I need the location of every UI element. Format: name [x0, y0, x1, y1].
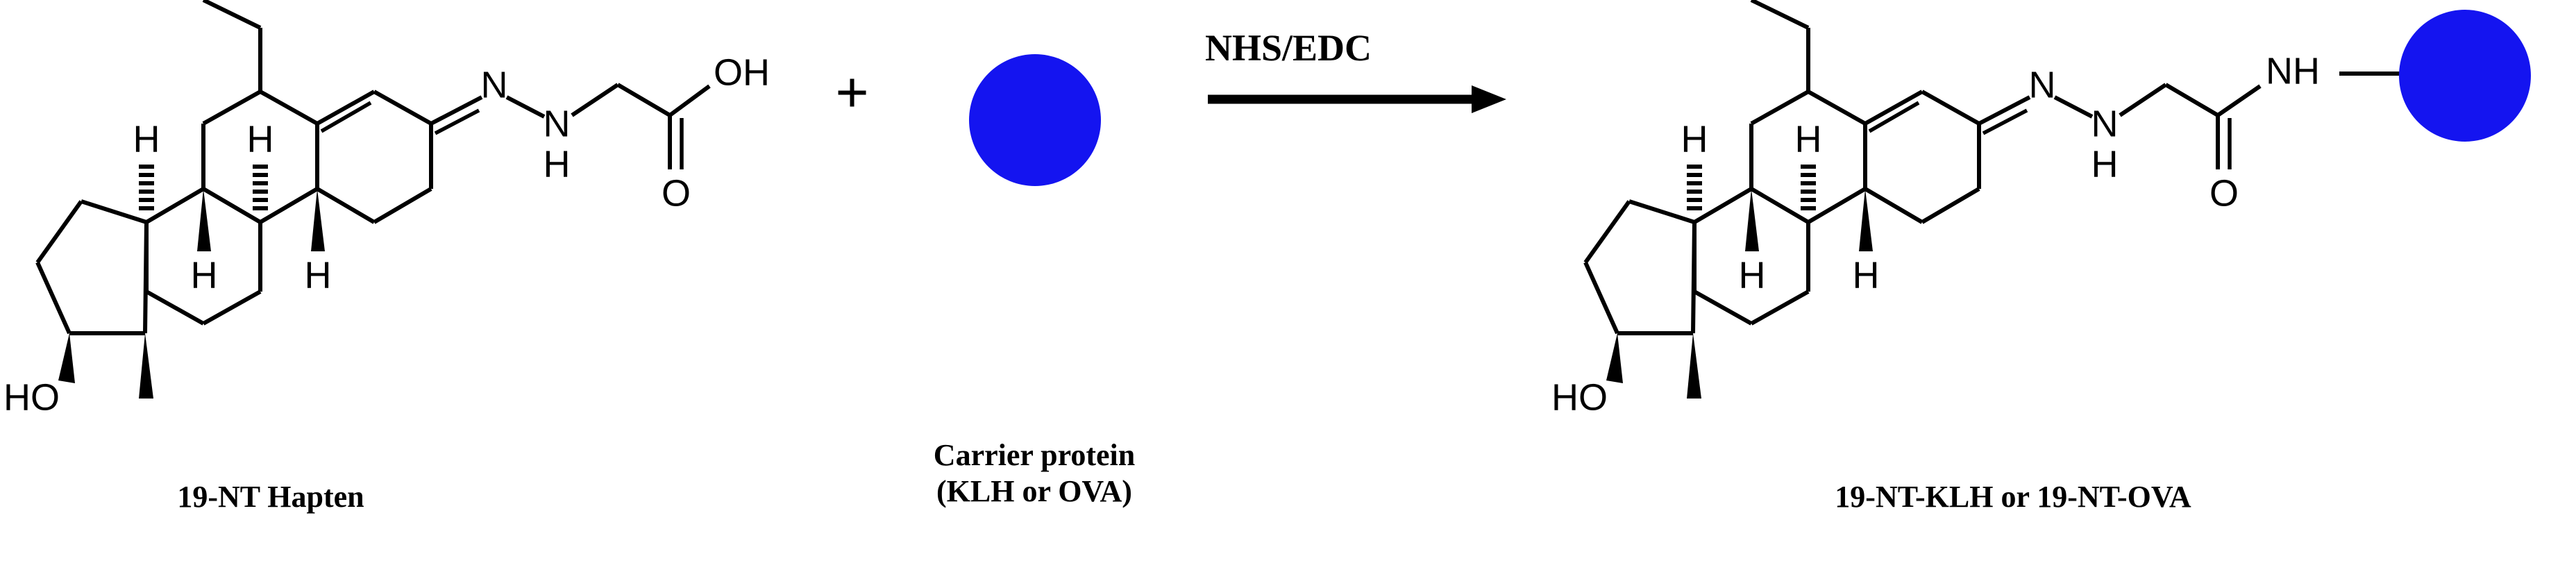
carrier-caption: Carrier protein(KLH or OVA)	[833, 437, 1236, 510]
label-HO: HO	[3, 376, 60, 418]
stereo-h-wedge-2: H	[305, 189, 332, 296]
stereo-h-wedge-1: H	[191, 189, 218, 296]
product-hydroxyl-group: HO	[1551, 333, 1623, 418]
product-label-H-c13: H	[1853, 254, 1880, 296]
product-label-H-c9: H	[1739, 254, 1766, 296]
product-stereo-h-wedge-1: H	[1739, 189, 1766, 296]
reactant-svg: HO H H	[3, 0, 770, 418]
product-stereo-h-wedge-2: H	[1853, 189, 1880, 296]
hydroxyl-group: HO	[3, 333, 75, 418]
label-N-amine: N	[544, 103, 571, 144]
product-stereo-h-hashed-2: H	[1795, 118, 1822, 210]
label-H-c9: H	[191, 254, 218, 296]
plus-sign: +	[835, 59, 870, 126]
product-caption: 19-NT-KLH or 19-NT-OVA	[1835, 480, 2191, 514]
product-stereo-h-hashed-1: H	[1681, 118, 1708, 210]
label-H-c8: H	[133, 118, 160, 160]
product-label-H-c14: H	[1795, 118, 1822, 160]
product-label-N-imine: N	[2029, 64, 2056, 106]
stereo-h-hashed-1: H	[133, 118, 160, 210]
ring-a-cyclopentane	[35, 199, 149, 335]
product-ring-d	[1750, 0, 1810, 92]
product-label-HO: HO	[1551, 376, 1608, 418]
product-structure: HO H H	[1548, 0, 2450, 444]
product-svg: HO H H	[1551, 0, 2400, 418]
stereo-h-hashed-2: H	[247, 118, 274, 210]
label-H-c14: H	[247, 118, 274, 160]
product-label-H-c8: H	[1681, 118, 1708, 160]
carrier-protein-blob	[969, 54, 1101, 186]
label-O-carbonyl: O	[662, 172, 691, 214]
label-N-imine: N	[481, 64, 508, 106]
product-ring-c-cyclohexene	[1864, 90, 1981, 224]
carrier-caption-line2: (KLH or OVA)	[936, 473, 1132, 508]
reactant-structure: HO H H	[0, 0, 819, 444]
product-ring-b-cyclohexane	[1692, 90, 1867, 326]
product-label-H-amine: H	[2091, 143, 2119, 185]
reaction-arrow	[1208, 73, 1513, 128]
product-protein-blob	[2399, 10, 2531, 142]
hydrazone-linker: N N H	[430, 64, 671, 185]
carrier-caption-line1: Carrier protein	[933, 438, 1136, 472]
arrow-reagent-label: NHS/EDC	[1205, 27, 1372, 69]
product-ring-a-cyclopentane	[1583, 199, 1697, 335]
ring-c-cyclohexene	[316, 90, 433, 224]
reaction-arrow-svg	[1208, 85, 1506, 113]
label-H-c13: H	[305, 254, 332, 296]
amide-group: O NH	[2209, 50, 2400, 214]
product-label-NH-amide: NH	[2266, 50, 2320, 92]
label-H-amine: H	[544, 143, 571, 185]
ring-b-cyclohexane	[144, 90, 319, 326]
carboxylic-acid-group: O OH	[662, 51, 770, 214]
product-label-O-carbonyl: O	[2209, 172, 2239, 214]
product-hydrazone-linker: N N H	[1978, 64, 2219, 185]
reactant-caption: 19-NT Hapten	[177, 480, 364, 514]
product-label-N-amine: N	[2091, 103, 2119, 144]
ring-d	[202, 0, 262, 92]
label-OH-acid: OH	[714, 51, 770, 93]
product-methyl-wedge-c18	[1687, 333, 1701, 399]
methyl-wedge-c18	[139, 333, 153, 399]
